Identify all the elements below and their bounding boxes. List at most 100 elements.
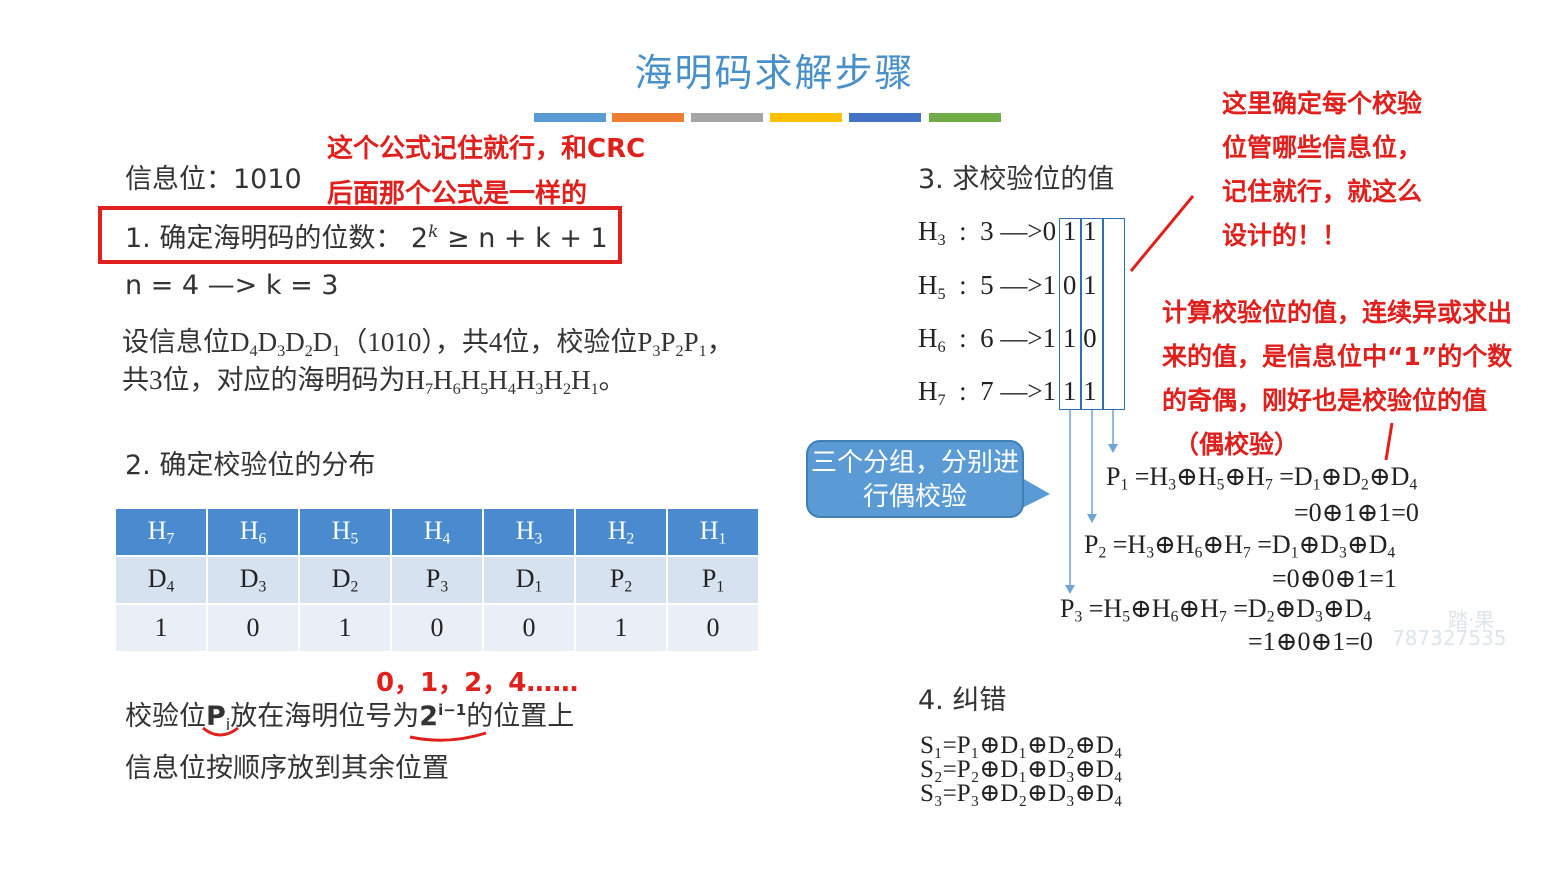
table-cell: 0 — [666, 603, 760, 653]
table-row: 1 0 1 0 0 1 0 — [114, 603, 760, 653]
table-cell: 0 — [206, 603, 300, 653]
table-cell: 1 — [574, 603, 668, 653]
row-num: 6 — [980, 323, 994, 353]
rule1-prefix: 校验位 — [125, 701, 206, 732]
bit: 1 — [1042, 323, 1057, 353]
bit: 0 — [1042, 216, 1057, 246]
row-sub: 7 — [937, 390, 946, 409]
arrow-head-p1 — [1108, 444, 1118, 453]
bit-row: H3 : 3 —>0 1 1 — [918, 216, 1097, 249]
rule1-suffix: 的位置上 — [466, 701, 575, 732]
callout-bubble: 三个分组，分别进行偶校验 — [806, 440, 1024, 518]
n-k-result: n = 4 —> k = 3 — [125, 270, 339, 301]
bit: 1 — [1062, 323, 1077, 353]
bit-column-box — [1081, 218, 1103, 410]
table-header-cell: H2 — [574, 507, 668, 557]
table-cell: 0 — [482, 603, 576, 653]
row-sub: 6 — [937, 337, 946, 356]
desc2-suffix: 。 — [598, 365, 626, 395]
annotation-line: 位管哪些信息位， — [1222, 133, 1423, 162]
page-title: 海明码求解步骤 — [634, 51, 915, 95]
step4-heading: 4. 纠错 — [918, 685, 1007, 716]
underline-exponent — [409, 731, 487, 742]
info-bit-rule: 信息位按顺序放到其余位置 — [125, 753, 449, 784]
bit-row: H5 : 5 —>1 0 1 — [918, 270, 1097, 303]
color-bar — [770, 113, 842, 122]
annotation-group-top: 这里确定每个校验 位管哪些信息位， 记住就行，就这么 设计的！！ — [1222, 82, 1422, 258]
table-header-cell: H5 — [298, 507, 392, 557]
rule1-exponent: i−1 — [438, 701, 467, 719]
watermark-id: 787327535 — [1392, 626, 1507, 650]
step1-exponent: k — [428, 222, 439, 242]
rule1-two: 2 — [419, 701, 439, 732]
table-cell: P1 — [666, 555, 760, 605]
table-header-cell: H7 — [114, 507, 208, 557]
bit: 1 — [1042, 376, 1057, 406]
table-row: D4 D3 D2 P3 D1 P2 P1 — [114, 555, 760, 605]
row-num: 3 — [980, 216, 994, 246]
rule1-middle: 放在海明位号为 — [230, 701, 420, 732]
row-h: H — [918, 376, 938, 406]
arrow-head-p2 — [1087, 514, 1097, 523]
row-h: H — [918, 216, 938, 246]
bit: 1 — [1083, 270, 1097, 300]
p1-result: =0⊕1⊕1=0 — [1294, 498, 1419, 527]
table-cell: D3 — [206, 555, 300, 605]
desc2-prefix: 共3位，对应的海明码为 — [122, 365, 406, 395]
step1-text: 1. 确定海明码的位数： 2 — [125, 223, 429, 254]
desc1-middle: （1010），共4位，校验位 — [340, 327, 638, 357]
annotation-line: 的奇偶，刚好也是校验位的值 — [1162, 386, 1488, 415]
bit-row: H7 : 7 —>1 1 1 — [918, 376, 1097, 409]
color-bar — [929, 113, 1001, 122]
p3-formula: P3 =H5⊕H6⊕H7 =D2⊕D3⊕D4 — [1060, 594, 1372, 626]
formula-note-line1: 这个公式记住就行，和CRC — [327, 134, 646, 164]
syndrome-s3: S₃=P₃⊕D₂⊕D₃⊕D₄ — [920, 780, 1123, 807]
bit-column-box — [1059, 218, 1081, 410]
annotation-line: 来的值，是信息位中“1”的个数 — [1162, 342, 1513, 371]
table-cell: D1 — [482, 555, 576, 605]
bit: 1 — [1042, 270, 1057, 300]
bit: 0 — [1083, 323, 1097, 353]
table-cell: D2 — [298, 555, 392, 605]
arrow-head-p3 — [1065, 585, 1075, 594]
annotation-line: 这里确定每个校验 — [1222, 89, 1423, 118]
check-bit-rule: 校验位Pi放在海明位号为2i−1的位置上 — [125, 694, 574, 734]
bit: 1 — [1083, 376, 1097, 406]
formula-note-line2: 后面那个公式是一样的 — [327, 179, 588, 209]
row-sub: 5 — [937, 284, 946, 303]
row-h: H — [918, 270, 938, 300]
p1-formula: P1 =H3⊕H5⊕H7 =D1⊕D2⊕D4 — [1106, 462, 1418, 494]
desc1-prefix: 设信息位 — [122, 327, 230, 357]
syndrome-s1: S₁=P₁⊕D₁⊕D₂⊕D₄ — [920, 732, 1123, 759]
annotation-line: 计算校验位的值，连续异或求出 — [1162, 298, 1513, 327]
step1-inequality: ≥ n + k + 1 — [438, 223, 608, 254]
table-cell: 1 — [298, 603, 392, 653]
table-cell: D4 — [114, 555, 208, 605]
row-h: H — [918, 323, 938, 353]
positions-annotation: 0，1，2，4…… — [376, 668, 579, 698]
step3-heading: 3. 求校验位的值 — [918, 164, 1115, 195]
desc1-suffix: ， — [706, 327, 734, 357]
annotation-line: 记住就行，就这么 — [1222, 177, 1423, 206]
table-cell: P2 — [574, 555, 668, 605]
table-cell: 0 — [390, 603, 484, 653]
annotation-line: （偶校验） — [1174, 430, 1300, 459]
p2-formula: P2 =H3⊕H6⊕H7 =D1⊕D3⊕D4 — [1084, 530, 1396, 562]
watermark-logo: 踏·果 — [1448, 608, 1495, 632]
color-bar — [612, 113, 684, 122]
step2-heading: 2. 确定校验位的分布 — [125, 450, 376, 481]
info-bits-label: 信息位：1010 — [125, 164, 302, 195]
table-header-cell: H4 — [390, 507, 484, 557]
callout-tail — [1022, 478, 1050, 508]
step1-formula: 1. 确定海明码的位数： 2k ≥ n + k + 1 — [125, 216, 608, 255]
bit: 0 — [1062, 270, 1077, 300]
row-num: 7 — [980, 376, 994, 406]
table-header-cell: H6 — [206, 507, 300, 557]
bit: 1 — [1062, 376, 1077, 406]
pointer-line-mid — [1384, 422, 1394, 461]
bit: 1 — [1062, 216, 1077, 246]
color-bar — [691, 113, 763, 122]
bit-row: H6 : 6 —>1 1 0 — [918, 323, 1097, 356]
color-bar — [534, 113, 606, 122]
